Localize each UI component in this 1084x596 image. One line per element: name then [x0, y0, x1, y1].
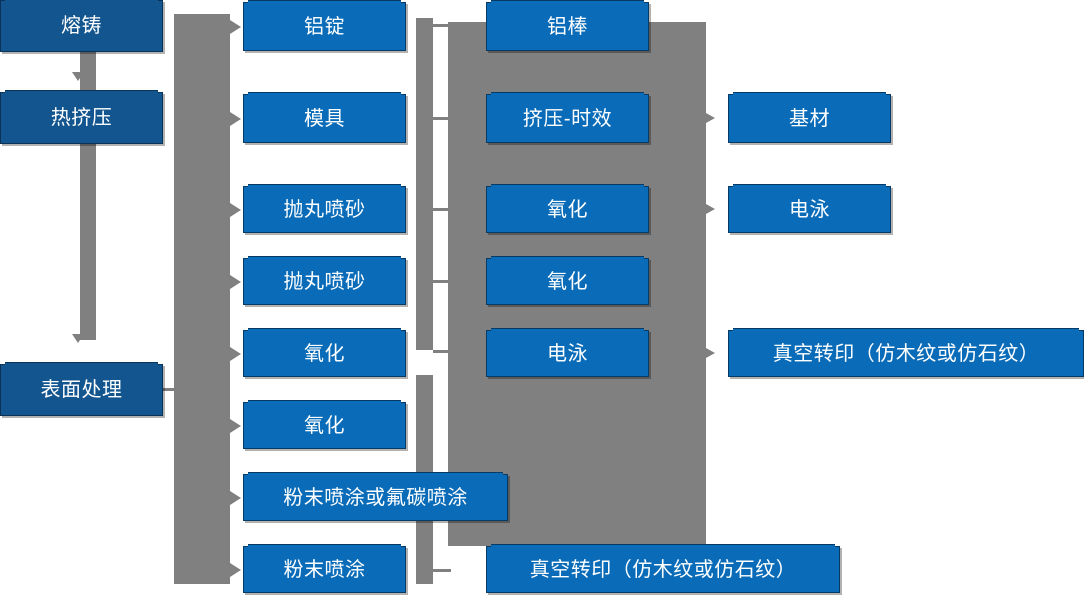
node-aluminum-bar-label: 铝棒: [547, 15, 588, 38]
stage-melt-cast[interactable]: 熔铸: [0, 0, 163, 52]
comb2-rung-3: [433, 208, 451, 211]
node-oxidation-col3-2-label: 氧化: [547, 270, 588, 293]
node-oxidation-col3-1-label: 氧化: [547, 198, 588, 221]
node-extrusion-aging-label: 挤压-时效: [522, 107, 613, 130]
node-base-material-label: 基材: [789, 107, 830, 130]
node-powder-coating-label: 粉末喷涂: [283, 558, 366, 581]
node-oxidation-col3-2[interactable]: 氧化: [486, 256, 649, 305]
node-vacuum-transfer-col3[interactable]: 真空转印（仿木纹或仿石纹）: [486, 544, 840, 593]
node-vacuum-transfer-col4[interactable]: 真空转印（仿木纹或仿石纹）: [728, 328, 1084, 377]
node-oxidation-col2-1-label: 氧化: [304, 342, 345, 365]
node-aluminum-bar[interactable]: 铝棒: [486, 0, 649, 51]
comb1-arrow-to-shot-blast-2: [230, 275, 241, 289]
node-shot-blast-1[interactable]: 抛丸喷砂: [243, 184, 406, 233]
comb2-rung-2: [433, 117, 451, 120]
node-aluminum-ingot-label: 铝锭: [304, 15, 345, 38]
comb2-riser-upper: [416, 18, 433, 350]
node-electrophoresis-col3-label: 电泳: [547, 342, 588, 365]
node-oxidation-col2-2-label: 氧化: [304, 414, 345, 437]
comb1-arrow-to-shot-blast-1: [230, 203, 241, 217]
node-shot-blast-1-label: 抛丸喷砂: [283, 198, 366, 221]
stage-spine-connector: [80, 40, 96, 340]
node-oxidation-col2-1[interactable]: 氧化: [243, 328, 406, 377]
node-vacuum-transfer-col4-label: 真空转印（仿木纹或仿石纹）: [772, 342, 1040, 365]
node-shot-blast-2[interactable]: 抛丸喷砂: [243, 256, 406, 305]
node-oxidation-col3-1[interactable]: 氧化: [486, 184, 649, 233]
arrow-to-base-material: [706, 113, 715, 123]
comb1-arrow-to-oxidation-1: [230, 347, 241, 361]
comb1-arrow-to-aluminum-ingot: [230, 20, 241, 34]
node-powder-coating[interactable]: 粉末喷涂: [243, 544, 406, 593]
comb1-surface-treat-stub: [163, 388, 179, 391]
node-electrophoresis-col3[interactable]: 电泳: [486, 328, 649, 377]
node-powder-or-fluorocarbon-coating-label: 粉末喷涂或氟碳喷涂: [283, 486, 468, 509]
node-vacuum-transfer-col3-label: 真空转印（仿木纹或仿石纹）: [529, 558, 797, 581]
arrow-to-electrophoresis: [706, 204, 715, 214]
comb2-rung-4: [433, 280, 451, 283]
comb1-arrow-to-die-mould: [230, 112, 241, 126]
stage-arrow-down-to-surface-treat: [72, 334, 84, 343]
stage-arrow-down-to-hot-extrude: [72, 72, 84, 81]
node-extrusion-aging[interactable]: 挤压-时效: [486, 92, 649, 143]
node-electrophoresis-col4[interactable]: 电泳: [728, 184, 891, 233]
stage-hot-extrude[interactable]: 热挤压: [0, 90, 163, 144]
node-die-mould[interactable]: 模具: [243, 92, 406, 143]
node-base-material[interactable]: 基材: [728, 92, 891, 143]
node-aluminum-ingot[interactable]: 铝锭: [243, 0, 406, 51]
comb1-body: [174, 14, 230, 584]
comb2-rung-5: [433, 350, 451, 353]
node-oxidation-col2-2[interactable]: 氧化: [243, 400, 406, 449]
stage-surface-treatment[interactable]: 表面处理: [0, 362, 163, 416]
stage-hot-extrude-label: 热挤压: [50, 107, 113, 129]
node-shot-blast-2-label: 抛丸喷砂: [283, 270, 366, 293]
arrow-to-vacuum-transfer: [706, 348, 715, 358]
stage-melt-cast-label: 熔铸: [61, 15, 102, 37]
comb2-rung-6: [433, 569, 451, 572]
stage-surface-treatment-label: 表面处理: [40, 379, 123, 401]
comb1-arrow-to-oxidation-2: [230, 419, 241, 433]
comb1-arrow-to-powder-coating: [230, 563, 241, 577]
comb1-arrow-to-powder-or-pvdf: [230, 491, 241, 505]
comb2-rung-1: [433, 24, 451, 27]
node-electrophoresis-col4-label: 电泳: [789, 198, 830, 221]
node-powder-or-fluorocarbon-coating[interactable]: 粉末喷涂或氟碳喷涂: [243, 472, 508, 521]
node-die-mould-label: 模具: [304, 107, 345, 130]
